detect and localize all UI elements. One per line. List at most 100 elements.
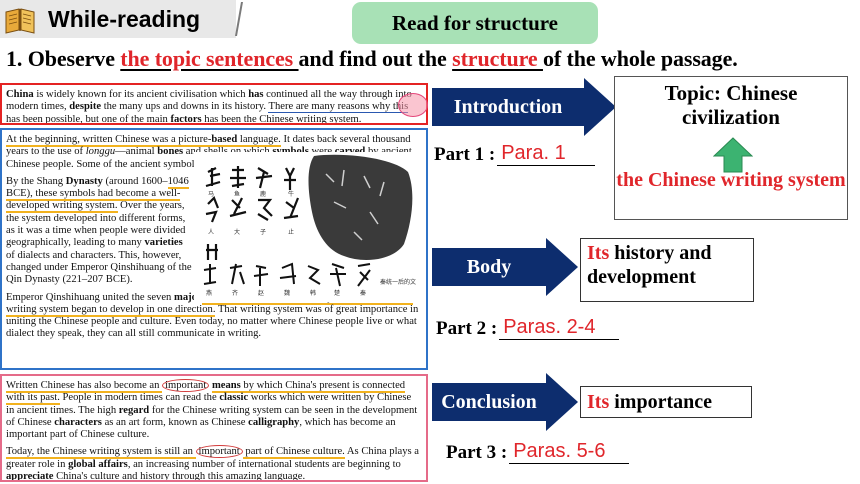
text: of dialects and characters. This, howeve…: [6, 249, 192, 286]
part-1-answer: Para. 1: [497, 142, 596, 166]
text: People in modern times can read the: [59, 392, 220, 404]
svg-text:人: 人: [208, 229, 214, 236]
text: China's culture and history through this…: [53, 471, 306, 482]
figure-caption: 秦统一后的文字: [380, 278, 416, 286]
topic-sentence: At the beginning, written Chinese was a …: [6, 134, 212, 147]
svg-text:子: 子: [260, 229, 266, 236]
topic-sentence: Today, the Chinese writing system is sti…: [6, 446, 196, 460]
glyph-row-1: [205, 166, 296, 190]
text: By the Shang: [6, 175, 66, 187]
part-2-label: Part 2 :: [436, 318, 498, 339]
text: , an increasing number of international …: [127, 458, 401, 470]
word: means: [211, 380, 241, 393]
activity-pill: Read for structure: [352, 2, 598, 44]
paragraph-6: Today, the Chinese writing system is sti…: [6, 445, 422, 482]
instruction-text: and find out the: [298, 46, 453, 71]
word: appreciate: [6, 471, 54, 482]
word: longgu: [85, 146, 116, 158]
topic-subtext: the Chinese writing system: [616, 169, 846, 191]
topic-sentence: 1046 BCE), these symbols had become a we…: [6, 175, 189, 214]
instruction-text: of the whole passage.: [542, 46, 738, 71]
svg-text:燕: 燕: [206, 289, 212, 297]
topic-sentence: There are many reasons why this has been…: [6, 101, 409, 125]
word: classic: [219, 392, 249, 404]
open-book-icon: [0, 0, 40, 38]
body-arrow: Body: [432, 238, 578, 296]
text: as an art form, known as Chinese: [101, 416, 249, 428]
topic-sentence: part of Chinese culture.: [242, 446, 345, 460]
instruction-line: 1. Obeserve the topic sentences and find…: [6, 46, 738, 72]
part-2-answer: Paras. 2-4: [499, 316, 620, 340]
part-3-row: Part 3 : Paras. 5-6: [446, 440, 630, 464]
history-text: history and development: [587, 242, 712, 288]
topic-sentence: Written Chinese has also become an: [6, 380, 163, 393]
importance-box: Its importance: [580, 386, 752, 418]
text: (around 1600–: [102, 175, 168, 187]
highlight-circle: [398, 93, 428, 117]
paragraph-5: Written Chinese has also become an impor…: [6, 379, 422, 441]
keyword-topic-sentences: the topic sentences: [120, 46, 299, 71]
word: major: [174, 291, 202, 303]
word: global affairs: [68, 458, 128, 470]
part-3-answer: Paras. 5-6: [509, 440, 630, 464]
topic-sentence: language.: [237, 134, 281, 147]
arrow-head-icon: [546, 373, 578, 431]
word: varieties: [144, 237, 183, 249]
svg-text:大: 大: [234, 228, 240, 236]
arrow-head-icon: [546, 238, 578, 296]
arrow-head-icon: [584, 78, 616, 136]
text: the many ups and downs in its history.: [101, 101, 269, 113]
text: works which were written by Chinese in a…: [6, 392, 412, 416]
up-arrow-icon: [713, 137, 753, 173]
svg-text:牛: 牛: [288, 190, 294, 198]
topic-box: Topic: Chinese civilization the Chinese …: [614, 76, 848, 220]
word: despite: [69, 101, 102, 113]
svg-text:魏: 魏: [284, 289, 290, 297]
word: bones: [157, 146, 184, 158]
part-1-label: Part 1 :: [434, 144, 496, 165]
text: continued all the way through into moder…: [6, 89, 412, 113]
part-1-row: Part 1 : Para. 1: [434, 142, 596, 166]
word: factors: [170, 113, 202, 125]
svg-text:赵: 赵: [258, 289, 264, 297]
word: regard: [118, 404, 150, 416]
body-label: Body: [432, 248, 546, 286]
text: —animal: [115, 146, 158, 158]
text: by ancient Chinese people. Some of the a…: [6, 146, 412, 170]
svg-text:鹿: 鹿: [260, 190, 266, 198]
glyph-row-2: [205, 196, 300, 223]
glyph-row-3: [206, 244, 218, 260]
word: carved: [334, 146, 366, 158]
text: Over the years, the system developed int…: [6, 200, 186, 249]
text: and shells on which: [183, 146, 273, 158]
text: is widely known for its ancient civilisa…: [33, 89, 249, 100]
topic-sentence: by which China's present is connected wi…: [6, 380, 406, 406]
paragraph-3: By the Shang Dynasty (around 1600–1046 B…: [6, 175, 194, 287]
word: Dynasty: [65, 175, 103, 187]
part-2-row: Part 2 : Paras. 2-4: [436, 316, 620, 340]
svg-text:秦: 秦: [360, 289, 366, 297]
importance-text: importance: [609, 391, 712, 413]
introduction-arrow: Introduction: [432, 78, 616, 136]
word: has: [248, 89, 264, 100]
passage-conclusion: Written Chinese has also become an impor…: [0, 374, 428, 482]
text: , which has become an important part of …: [6, 416, 396, 441]
text: It dates back several thousand years to …: [6, 134, 411, 158]
importance-its: Its: [587, 391, 610, 413]
conclusion-arrow: Conclusion: [432, 373, 578, 431]
svg-text:鱼: 鱼: [234, 190, 240, 198]
text: Emperor Qinshihuang united the seven: [6, 291, 174, 303]
instruction-text: 1. Obeserve: [6, 46, 121, 71]
text: has been the Chinese writing system.: [201, 113, 362, 125]
glyph-row-4: [203, 262, 371, 287]
section-tag: While-reading: [0, 0, 243, 38]
paragraph-1: China is widely known for its ancient ci…: [6, 89, 422, 125]
text: for the Chinese writing system can be se…: [6, 404, 418, 428]
part-3-label: Part 3 :: [446, 442, 508, 463]
svg-text:韩: 韩: [310, 289, 316, 297]
svg-text:齐: 齐: [232, 289, 238, 297]
tag-divider: [227, 2, 243, 36]
svg-text:马: 马: [208, 190, 214, 198]
history-box: Its history and development: [580, 238, 754, 302]
circled-word: important: [195, 445, 243, 459]
